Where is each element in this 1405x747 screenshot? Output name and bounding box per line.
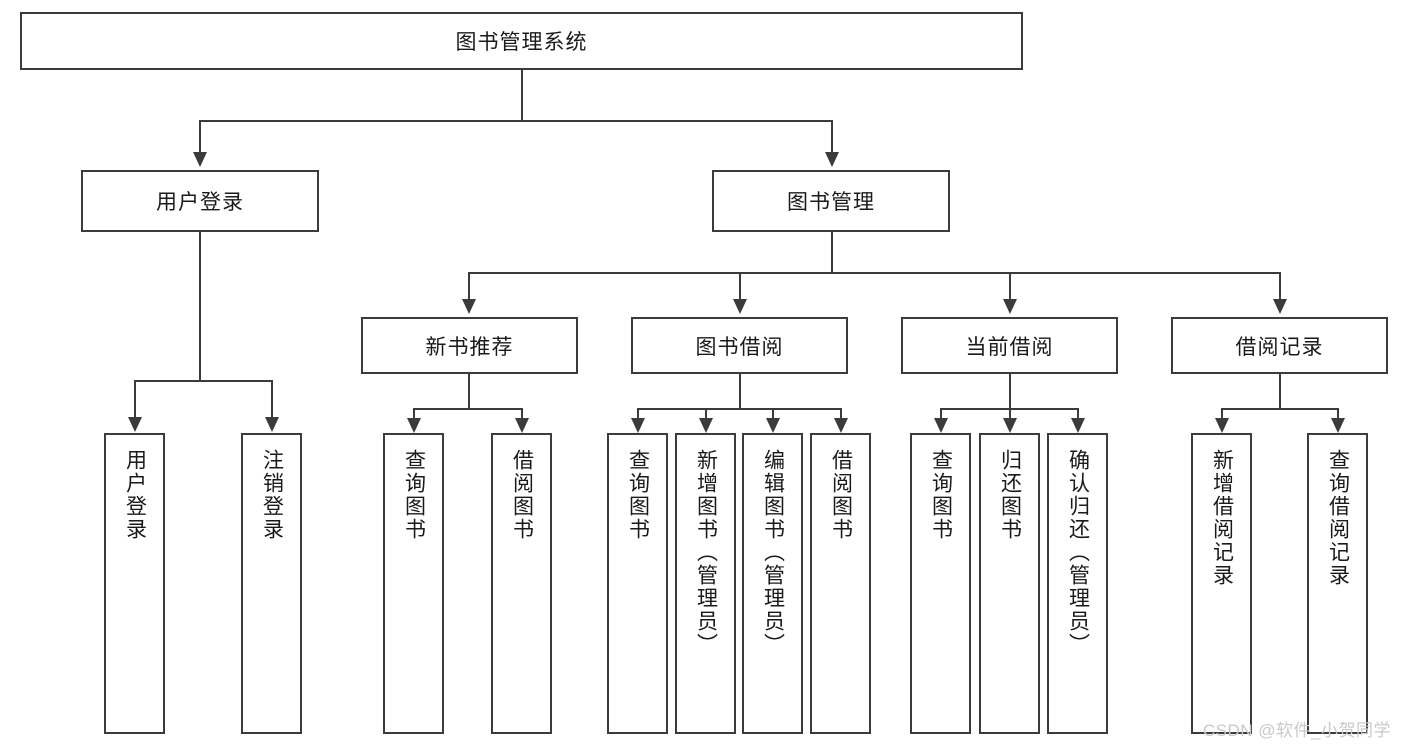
edge-cb-stem [1009,374,1011,408]
edge-nbr-l2 [521,408,523,422]
node-book-management-label: 图书管理 [787,191,875,214]
edge-cb-l2 [1009,408,1011,422]
edge-bb-l1 [637,408,639,422]
node-leaf-add-record-label: 新增借阅记录 [1210,449,1234,587]
node-current-borrow-label: 当前借阅 [965,335,1054,359]
node-leaf-edit-book[interactable]: 编辑图书（管理员） [742,433,803,734]
edge-bb-l2 [705,408,707,422]
node-root-label: 图书管理系统 [455,31,588,54]
arrow-bm-c1 [462,299,476,314]
arrow-bb-l1 [631,418,645,433]
edge-user-login-bus [134,380,272,382]
edge-br-l2 [1337,408,1339,422]
node-root[interactable]: 图书管理系统 [20,12,1023,70]
node-leaf-borrow-book-1-label: 借阅图书 [510,449,534,541]
edge-bb-l3 [772,408,774,422]
arrow-bm-c2 [733,299,747,314]
node-leaf-user-login-label: 用户登录 [123,449,147,541]
arrow-to-book-management [825,152,839,167]
node-book-borrow[interactable]: 图书借阅 [631,317,848,374]
edge-bm-c2 [739,272,741,300]
node-new-book-recommend[interactable]: 新书推荐 [361,317,578,374]
node-leaf-query-book-3[interactable]: 查询图书 [910,433,971,734]
edge-nbr-bus [413,408,523,410]
node-leaf-add-record[interactable]: 新增借阅记录 [1191,433,1252,734]
edge-br-bus [1221,408,1339,410]
node-leaf-user-login[interactable]: 用户登录 [104,433,165,734]
node-leaf-logout-label: 注销登录 [260,449,284,541]
arrow-nbr-l2 [515,418,529,433]
node-leaf-add-book-label: 新增图书（管理员） [694,449,718,656]
edge-br-stem [1279,374,1281,408]
edge-bm-stem [831,232,833,272]
node-current-borrow[interactable]: 当前借阅 [901,317,1118,374]
edge-bm-c1 [468,272,470,300]
edge-bm-c3 [1009,272,1011,300]
node-leaf-logout[interactable]: 注销登录 [241,433,302,734]
node-leaf-query-book-1[interactable]: 查询图书 [383,433,444,734]
node-leaf-query-record-label: 查询借阅记录 [1326,449,1350,587]
node-leaf-return-book-label: 归还图书 [998,449,1022,541]
node-leaf-query-book-1-label: 查询图书 [402,449,426,541]
node-borrow-record-label: 借阅记录 [1235,335,1324,359]
edge-root-stem [521,70,523,120]
edge-cb-l1 [940,408,942,422]
node-book-borrow-label: 图书借阅 [695,335,784,359]
edge-root-bus [199,120,833,122]
arrow-ul-leaf-1 [128,417,142,432]
node-new-book-recommend-label: 新书推荐 [425,335,514,359]
edge-bb-stem [739,374,741,408]
arrow-nbr-l1 [407,418,421,433]
node-leaf-confirm-return-label: 确认归还（管理员） [1066,449,1090,656]
edge-nbr-stem [468,374,470,408]
node-leaf-query-book-2[interactable]: 查询图书 [607,433,668,734]
edge-user-login-stem [199,232,201,380]
arrow-cb-l1 [934,418,948,433]
edge-bb-bus [637,408,842,410]
arrow-br-l1 [1215,418,1229,433]
edge-bm-c4 [1279,272,1281,300]
arrow-bm-c4 [1273,299,1287,314]
edge-bb-l4 [840,408,842,422]
node-borrow-record[interactable]: 借阅记录 [1171,317,1388,374]
arrow-cb-l3 [1071,418,1085,433]
arrow-cb-l2 [1003,418,1017,433]
edge-nbr-l1 [413,408,415,422]
node-leaf-return-book[interactable]: 归还图书 [979,433,1040,734]
arrow-bb-l4 [834,418,848,433]
edge-to-book-management [831,120,833,153]
node-leaf-borrow-book-2-label: 借阅图书 [829,449,853,541]
edge-to-user-login [199,120,201,153]
node-user-login[interactable]: 用户登录 [81,170,319,232]
arrow-br-l2 [1331,418,1345,433]
node-leaf-query-book-3-label: 查询图书 [929,449,953,541]
node-book-management[interactable]: 图书管理 [712,170,950,232]
node-user-login-label: 用户登录 [156,191,244,214]
node-leaf-edit-book-label: 编辑图书（管理员） [761,449,785,656]
edge-bm-bus [468,272,1280,274]
csdn-watermark: CSDN @软件_小贺同学 [1202,721,1391,740]
arrow-to-user-login [193,152,207,167]
arrow-bm-c3 [1003,299,1017,314]
edge-br-l1 [1221,408,1223,422]
node-leaf-add-book[interactable]: 新增图书（管理员） [675,433,736,734]
node-leaf-query-record[interactable]: 查询借阅记录 [1307,433,1368,734]
arrow-bb-l2 [699,418,713,433]
node-leaf-borrow-book-1[interactable]: 借阅图书 [491,433,552,734]
edge-ul-leaf-1 [134,380,136,418]
arrow-ul-leaf-2 [265,417,279,432]
node-leaf-borrow-book-2[interactable]: 借阅图书 [810,433,871,734]
edge-cb-l3 [1077,408,1079,422]
arrow-bb-l3 [766,418,780,433]
edge-ul-leaf-2 [271,380,273,418]
node-leaf-confirm-return[interactable]: 确认归还（管理员） [1047,433,1108,734]
node-leaf-query-book-2-label: 查询图书 [626,449,650,541]
